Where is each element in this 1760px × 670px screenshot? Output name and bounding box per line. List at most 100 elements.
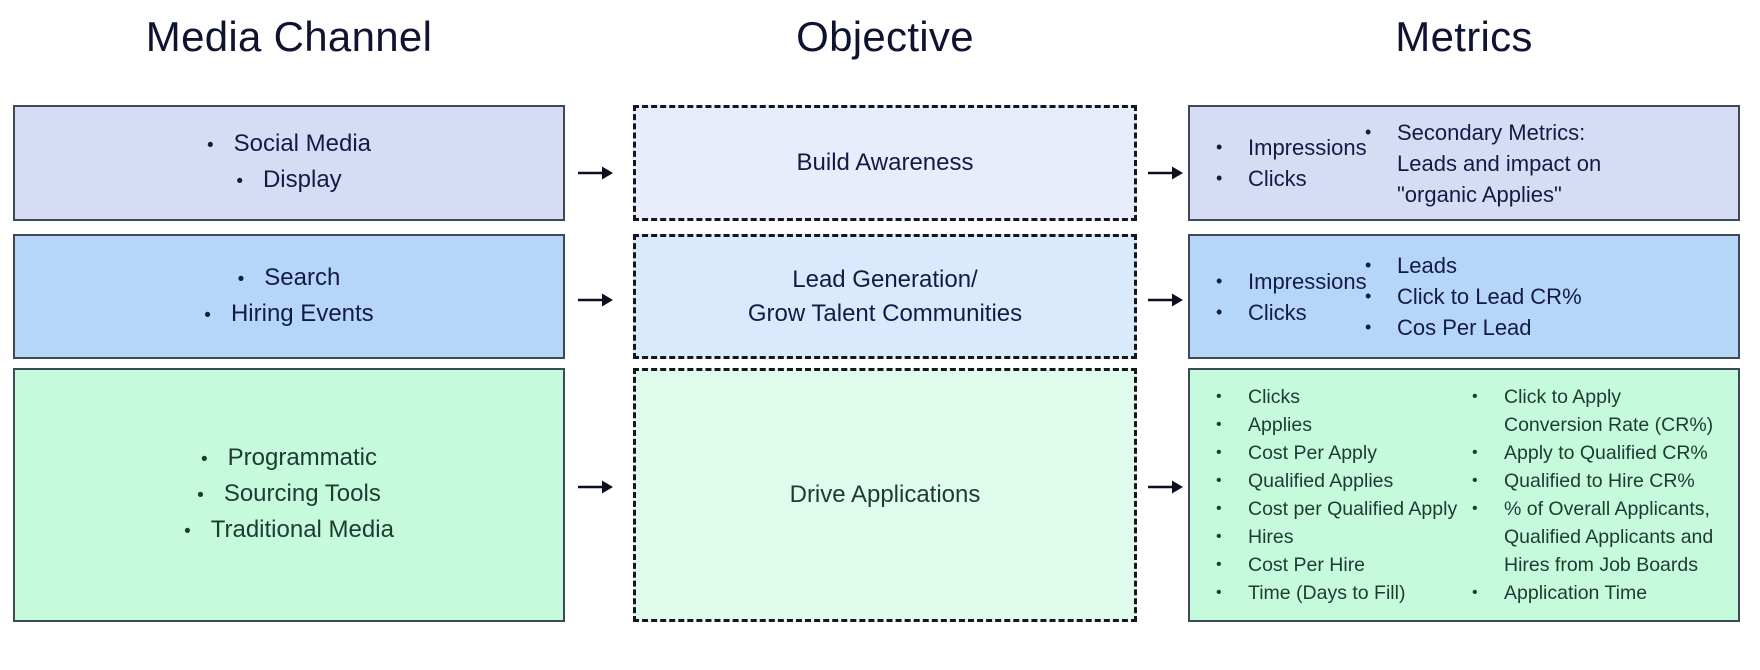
metrics-primary-column: • Impressions • Clicks — [1190, 107, 1367, 219]
bullet-icon: • — [200, 449, 208, 470]
metrics-box-awareness: • Impressions • Clicks • Secondary Metri… — [1188, 105, 1740, 221]
bullet-icon: • — [1216, 416, 1222, 433]
bullet-icon: • — [1216, 528, 1222, 545]
list-item: • Clicks — [1216, 297, 1365, 328]
metric-label: Leads — [1397, 253, 1457, 278]
list-item: • Cost per Qualified Apply — [1216, 495, 1472, 523]
metric-label: Apply to Qualified CR% — [1504, 442, 1708, 464]
list-item: • Apply to Qualified CR% — [1472, 439, 1734, 467]
list-item: • Impressions — [1216, 266, 1367, 297]
metric-label: Clicks — [1248, 386, 1300, 408]
metric-label: Impressions — [1248, 135, 1367, 160]
metrics-secondary-column: • Click to Apply Conversion Rate (CR%) •… — [1472, 370, 1738, 620]
list-item: • Clicks — [1216, 163, 1365, 194]
bullet-icon: • — [1472, 444, 1478, 461]
metrics-secondary-column: • Secondary Metrics: Leads and impact on… — [1365, 107, 1738, 219]
channel-box-awareness: • Social Media • Display — [13, 105, 565, 221]
list-item: • Qualified to Hire CR% — [1472, 467, 1734, 495]
bullet-icon: • — [1365, 255, 1372, 275]
arrow-right-icon — [578, 293, 613, 307]
bullet-icon: • — [1365, 121, 1372, 142]
bullet-icon: • — [1216, 584, 1222, 601]
metric-label: Qualified to Hire CR% — [1504, 470, 1695, 492]
bullet-icon: • — [1472, 584, 1478, 601]
bullet-icon: • — [1365, 317, 1372, 337]
bullet-icon: • — [197, 485, 204, 506]
arrow-right-icon — [1148, 293, 1183, 307]
metric-label: Cost per Qualified Apply — [1248, 498, 1458, 520]
metric-label: Cost Per Hire — [1248, 554, 1366, 576]
list-item: • Time (Days to Fill) — [1216, 579, 1472, 607]
list-item: • Display — [236, 163, 341, 199]
arrow-right-icon — [1148, 480, 1183, 494]
column-header-media-channel: Media Channel — [145, 13, 433, 60]
channel-label: Programmatic — [227, 444, 378, 471]
channel-label: Hiring Events — [230, 299, 374, 327]
metric-label: Application Time — [1504, 582, 1648, 604]
list-item: • Secondary Metrics: Leads and impact on… — [1365, 117, 1734, 210]
list-item: • Leads — [1365, 250, 1734, 281]
objective-label: Lead Generation/ Grow Talent Communities — [747, 265, 1023, 327]
bullet-icon: • — [236, 171, 243, 192]
bullet-icon: • — [1216, 168, 1223, 188]
bullet-icon: • — [206, 135, 214, 156]
metric-label: Hires — [1248, 526, 1294, 548]
channel-label: Display — [262, 166, 342, 193]
bullet-icon: • — [1216, 472, 1222, 489]
list-item: • % of Overall Applicants, Qualified App… — [1472, 495, 1734, 579]
metrics-primary-column: • Clicks • Applies • Cost Per Apply • Qu… — [1190, 370, 1472, 620]
metric-label: Cos Per Lead — [1397, 315, 1532, 340]
column-header-objective: Objective — [796, 13, 974, 60]
metric-label: Qualified Applies — [1248, 470, 1394, 492]
metric-label: Clicks — [1248, 299, 1307, 325]
metric-label: Time (Days to Fill) — [1248, 582, 1406, 604]
metrics-box-drive-applications: • Clicks • Applies • Cost Per Apply • Qu… — [1188, 368, 1740, 622]
metric-label: Clicks — [1248, 166, 1307, 191]
list-item: • Hiring Events — [204, 297, 373, 333]
list-item: • Cos Per Lead — [1365, 312, 1734, 343]
list-item: • Search — [238, 261, 341, 297]
metric-label: Cost Per Apply — [1248, 442, 1377, 464]
metrics-secondary-column: • Leads • Click to Lead CR% • Cos Per Le… — [1365, 236, 1738, 357]
objective-box-lead-generation: Lead Generation/ Grow Talent Communities — [633, 234, 1137, 359]
list-item: • Click to Lead CR% — [1365, 281, 1734, 312]
channel-label: Search — [264, 263, 341, 291]
bullet-icon: • — [1216, 137, 1223, 157]
metrics-primary-column: • Impressions • Clicks — [1190, 236, 1367, 357]
bullet-icon: • — [1216, 270, 1223, 291]
channel-label: Social Media — [233, 130, 372, 157]
bullet-icon: • — [237, 268, 245, 290]
metric-label: Applies — [1248, 414, 1312, 436]
arrow-right-icon — [578, 480, 613, 494]
channel-label: Sourcing Tools — [223, 480, 381, 507]
bullet-icon: • — [1472, 500, 1478, 517]
list-item: • Social Media — [207, 127, 371, 163]
objective-box-awareness: Build Awareness — [633, 105, 1137, 221]
objective-label: Build Awareness — [796, 149, 974, 176]
list-item: • Qualified Applies — [1216, 467, 1472, 495]
column-header-metrics: Metrics — [1395, 13, 1533, 60]
bullet-icon: • — [1365, 286, 1372, 306]
arrow-right-icon — [578, 166, 613, 180]
bullet-icon: • — [1472, 472, 1478, 489]
channel-label: Traditional Media — [210, 516, 394, 543]
metric-label: % of Overall Applicants, Qualified Appli… — [1504, 498, 1714, 576]
objective-box-drive-applications: Drive Applications — [633, 368, 1137, 622]
list-item: • Click to Apply Conversion Rate (CR%) — [1472, 383, 1734, 439]
objective-label: Drive Applications — [789, 481, 981, 508]
list-item: • Traditional Media — [184, 513, 394, 549]
list-item: • Applies — [1216, 411, 1472, 439]
list-item: • Sourcing Tools — [197, 477, 381, 513]
bullet-icon: • — [1216, 301, 1223, 322]
channel-box-drive-applications: • Programmatic • Sourcing Tools • Tradit… — [13, 368, 565, 622]
bullet-icon: • — [204, 304, 211, 326]
bullet-icon: • — [1216, 444, 1222, 461]
list-item: • Clicks — [1216, 383, 1472, 411]
metric-label: Impressions — [1248, 268, 1367, 294]
list-item: • Programmatic — [201, 441, 377, 477]
channel-box-lead-generation: • Search • Hiring Events — [13, 234, 565, 359]
bullet-icon: • — [1216, 556, 1222, 573]
metrics-box-lead-generation: • Impressions • Clicks • Leads • Click t… — [1188, 234, 1740, 359]
metric-label: Click to Lead CR% — [1397, 284, 1582, 309]
